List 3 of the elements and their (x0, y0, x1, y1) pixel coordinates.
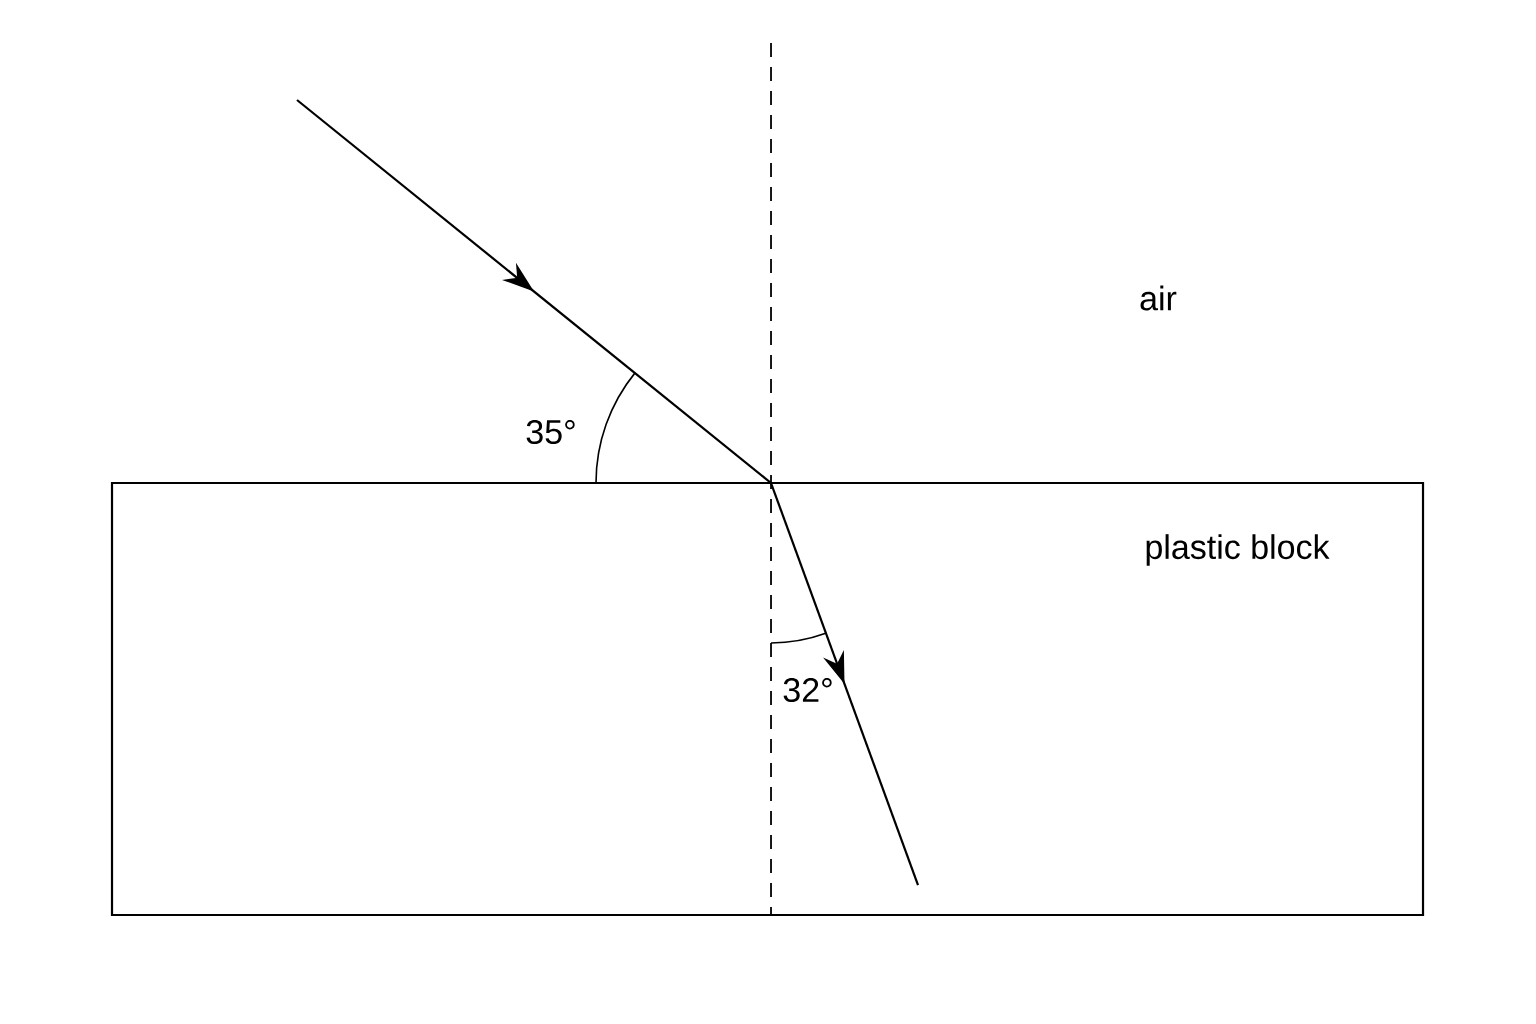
angle-label: 35° (526, 419, 575, 445)
angle-label: 32° (783, 677, 832, 703)
region-label: air (1140, 285, 1177, 311)
